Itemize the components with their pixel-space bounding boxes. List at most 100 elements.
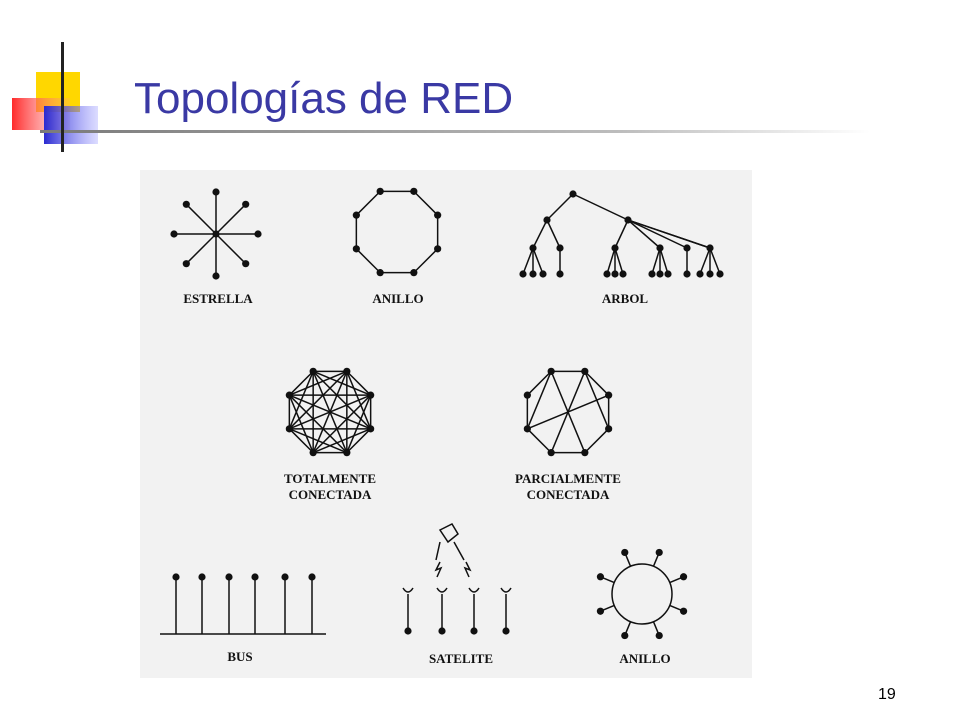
ring-bus bbox=[611, 563, 673, 625]
partial-mesh-link bbox=[550, 371, 586, 453]
star-center-node bbox=[212, 230, 220, 238]
bus-node bbox=[251, 573, 259, 581]
dish-antenna-icon bbox=[500, 587, 512, 593]
tree-node bbox=[543, 216, 551, 224]
tree-link bbox=[699, 247, 711, 275]
tree-node bbox=[656, 244, 664, 252]
mesh-link bbox=[288, 394, 314, 453]
partial-mesh-link bbox=[584, 371, 610, 430]
tree-leaf-node bbox=[656, 270, 664, 278]
partial-mesh-node bbox=[547, 449, 555, 457]
tree-leaf-node bbox=[706, 270, 714, 278]
partial-mesh-link bbox=[526, 428, 552, 454]
tree-link bbox=[627, 219, 661, 249]
dish-antenna-icon bbox=[468, 587, 480, 593]
tree-link bbox=[651, 247, 661, 275]
tree-link bbox=[532, 247, 544, 275]
bus-node bbox=[172, 573, 180, 581]
mesh-node bbox=[367, 425, 375, 433]
ring-attached-node bbox=[679, 573, 688, 581]
mesh-link bbox=[289, 428, 348, 454]
label-satelite: SATELITE bbox=[428, 651, 494, 666]
tree-leaf-node bbox=[529, 270, 537, 278]
tree-leaf-node bbox=[664, 270, 672, 278]
mesh-node bbox=[343, 367, 351, 375]
tree-node bbox=[569, 190, 577, 198]
tree-link bbox=[522, 247, 534, 275]
mesh-node bbox=[285, 425, 293, 433]
tree-leaf-node bbox=[619, 270, 627, 278]
tree-leaf-node bbox=[648, 270, 656, 278]
tree-link bbox=[614, 247, 624, 275]
tree-node bbox=[683, 244, 691, 252]
ground-station-node bbox=[404, 627, 412, 635]
tree-node bbox=[706, 244, 714, 252]
label-totalmente-conectada: TOTALMENTE CONECTADA bbox=[284, 471, 376, 502]
star-node bbox=[170, 230, 178, 238]
ring-attached-node bbox=[596, 607, 605, 615]
tree-leaf-node bbox=[696, 270, 704, 278]
partial-mesh-link bbox=[584, 428, 610, 454]
partial-mesh-link bbox=[584, 370, 610, 396]
star-node bbox=[182, 200, 190, 208]
label-estrella: ESTRELLA bbox=[183, 291, 253, 306]
tree-link bbox=[659, 247, 669, 275]
tree-node bbox=[624, 216, 632, 224]
tree-leaf-node bbox=[603, 270, 611, 278]
label-arbol: ARBOL bbox=[601, 291, 649, 306]
partial-mesh-node bbox=[547, 367, 555, 375]
ring-attached-node bbox=[655, 631, 663, 640]
mesh-link bbox=[312, 370, 371, 396]
ring-link bbox=[355, 190, 381, 216]
tree-link bbox=[627, 219, 688, 249]
star-link bbox=[185, 203, 217, 235]
partial-mesh-node bbox=[581, 449, 589, 457]
vertical-rule bbox=[61, 42, 64, 152]
ring-link bbox=[355, 248, 381, 274]
mesh-node bbox=[309, 449, 317, 457]
tree-leaf-node bbox=[683, 270, 691, 278]
tree-leaf-node bbox=[716, 270, 724, 278]
star-node bbox=[254, 230, 262, 238]
bus-node bbox=[198, 573, 206, 581]
star-link bbox=[215, 233, 247, 265]
partial-mesh-node bbox=[605, 391, 613, 399]
tree-node bbox=[529, 244, 537, 252]
mesh-node bbox=[309, 367, 317, 375]
partial-mesh-link bbox=[526, 370, 552, 396]
mesh-link bbox=[312, 394, 372, 454]
partial-mesh-node bbox=[605, 425, 613, 433]
title-underline bbox=[40, 130, 870, 133]
mesh-link bbox=[288, 428, 314, 454]
ring-node bbox=[410, 269, 418, 277]
ring-node bbox=[352, 211, 360, 219]
ring-node bbox=[434, 211, 442, 219]
blue-square bbox=[44, 106, 98, 144]
label-anillo-2: ANILLO bbox=[619, 651, 671, 666]
tree-link bbox=[614, 219, 629, 249]
star-link bbox=[215, 203, 247, 235]
mesh-node bbox=[367, 391, 375, 399]
tree-leaf-node bbox=[611, 270, 619, 278]
ring-node bbox=[410, 187, 418, 195]
star-node bbox=[242, 260, 250, 268]
tree-link bbox=[572, 193, 629, 221]
tree-link bbox=[709, 247, 721, 275]
ground-station-node bbox=[438, 627, 446, 635]
ring-node bbox=[376, 187, 384, 195]
mesh-link bbox=[346, 370, 372, 396]
ring-attached-node bbox=[655, 548, 663, 557]
mesh-link bbox=[312, 371, 348, 453]
tree-link bbox=[546, 193, 574, 221]
ring-node bbox=[434, 245, 442, 253]
tree-link bbox=[532, 219, 548, 249]
mesh-link bbox=[288, 394, 348, 454]
star-node bbox=[212, 188, 220, 196]
ground-station-node bbox=[470, 627, 478, 635]
page-number: 19 bbox=[878, 686, 896, 703]
ring-node bbox=[352, 245, 360, 253]
ring-attached-node bbox=[679, 607, 688, 615]
mesh-node bbox=[285, 391, 293, 399]
header-decoration bbox=[12, 42, 870, 152]
topology-drawings bbox=[160, 187, 724, 640]
